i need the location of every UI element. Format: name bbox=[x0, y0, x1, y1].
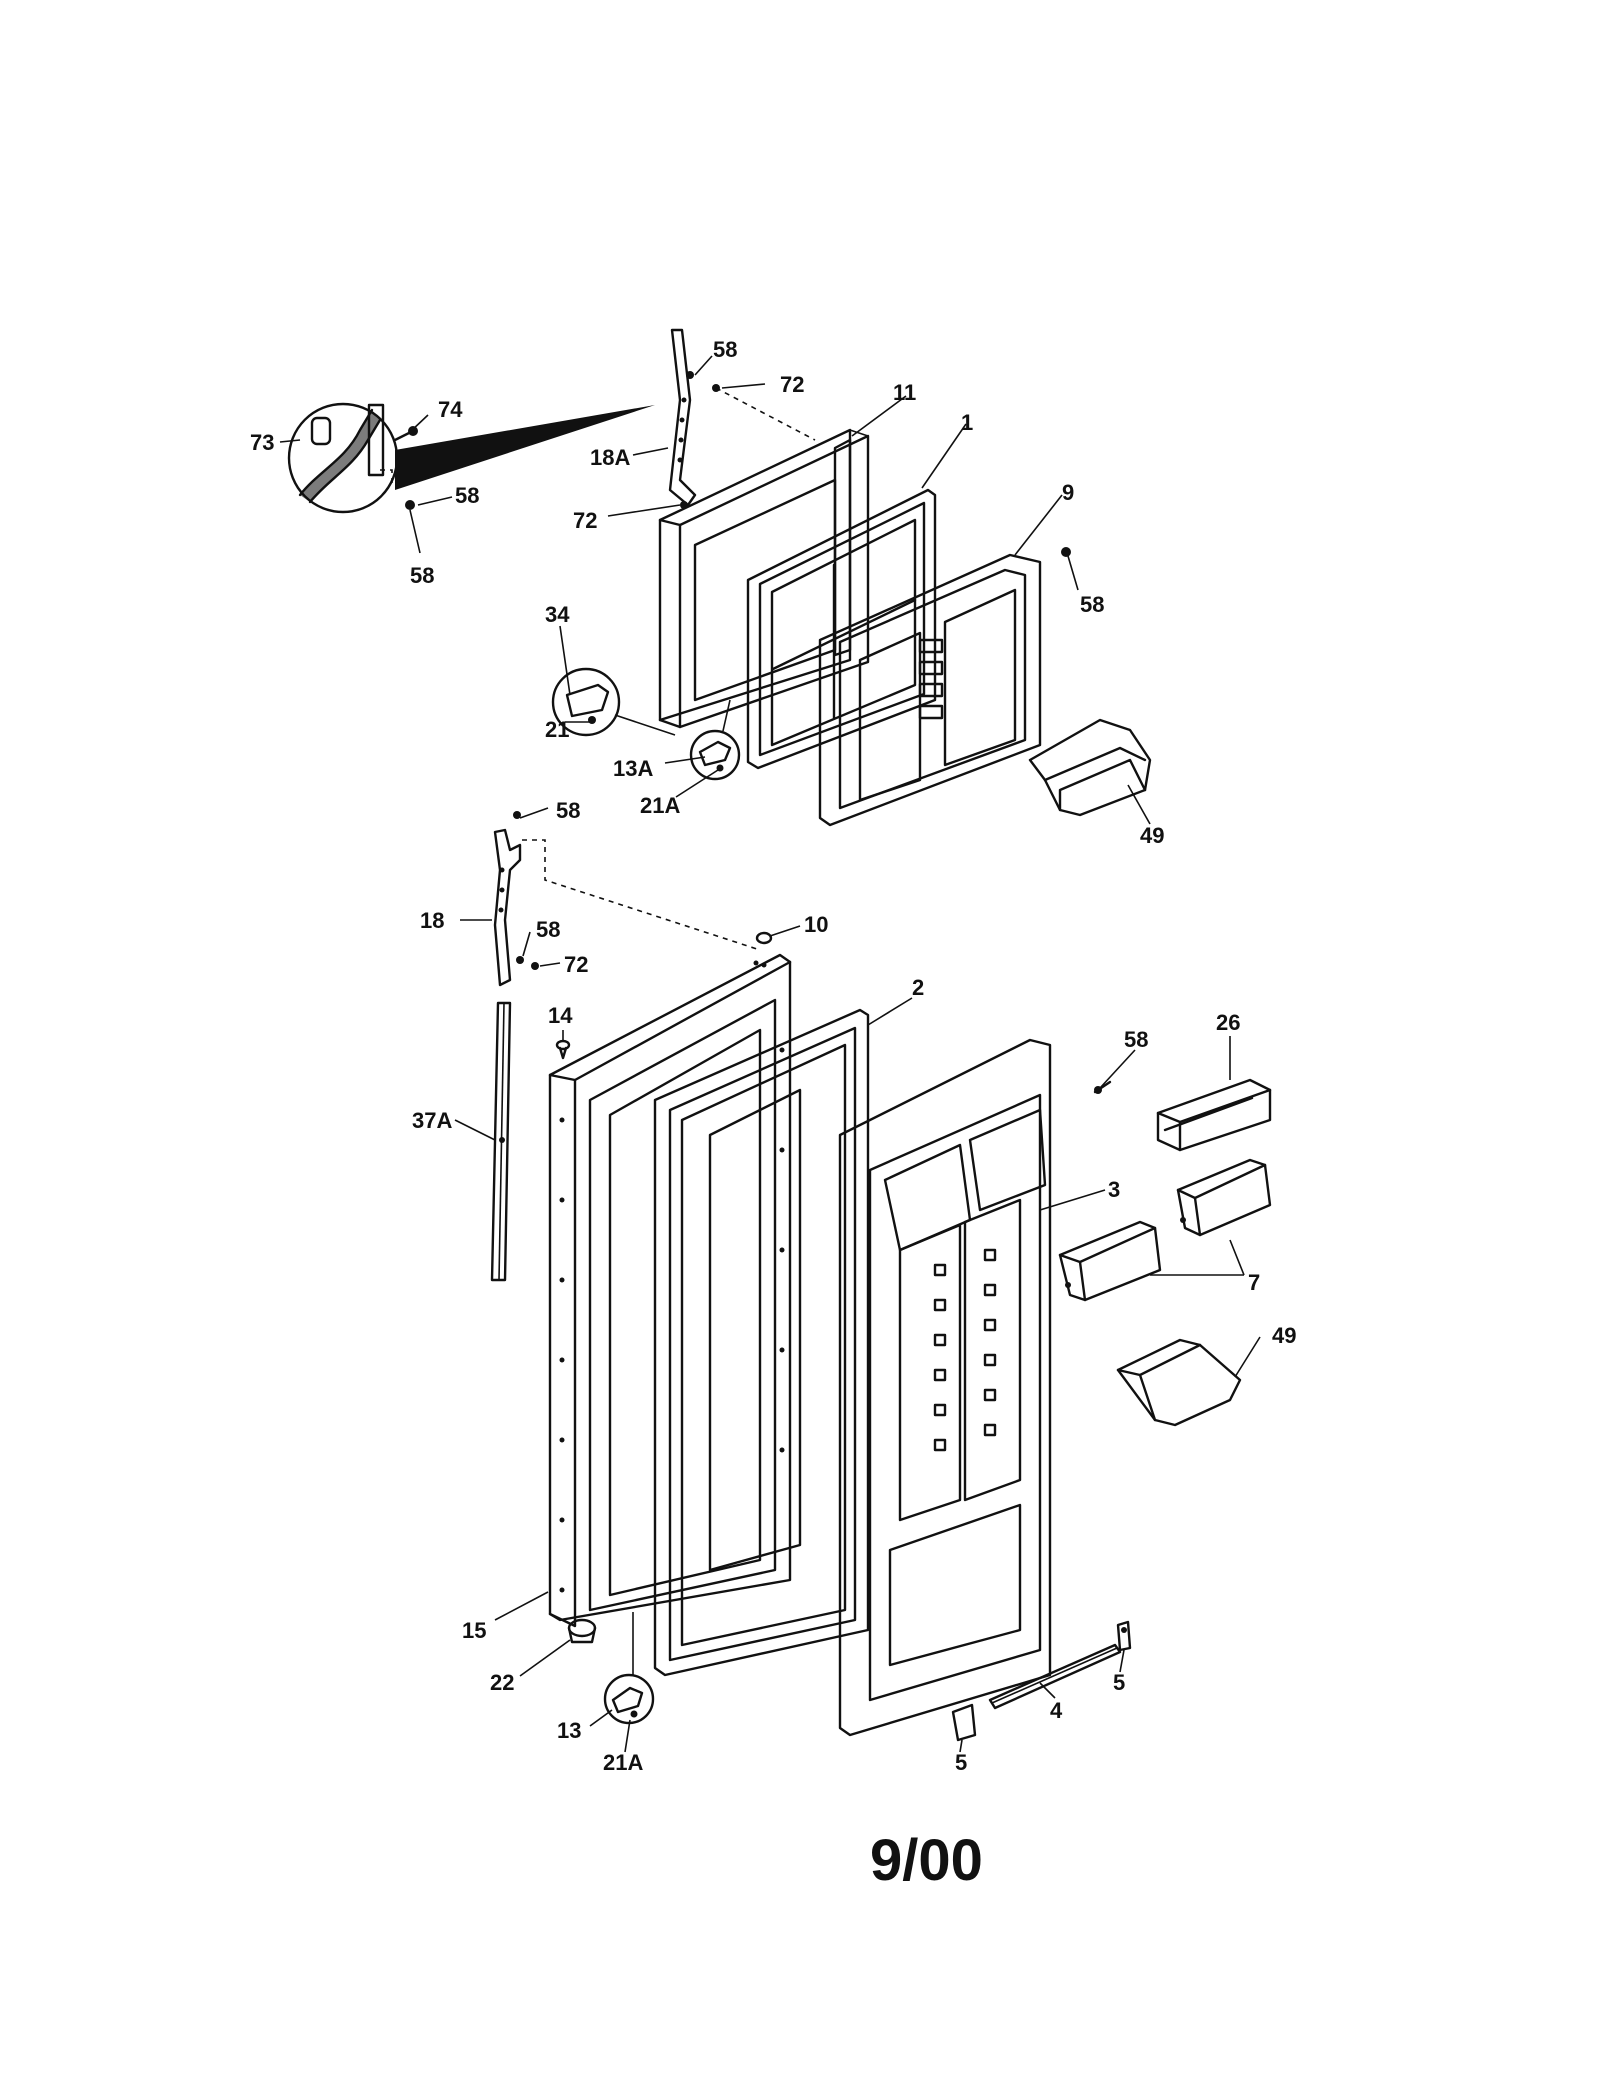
callout-73: 73 bbox=[250, 430, 274, 455]
callout-labels: 58 72 11 1 9 74 73 18A 58 58 72 58 34 21… bbox=[250, 337, 1296, 1775]
washer-72-hinge18 bbox=[531, 962, 539, 970]
freezer-bin-49 bbox=[1028, 718, 1152, 817]
callout-26: 26 bbox=[1216, 1010, 1240, 1035]
callout-72-hinge-top: 72 bbox=[780, 372, 804, 397]
callout-11: 11 bbox=[893, 380, 916, 405]
clip-5-right bbox=[1116, 1620, 1132, 1652]
callout-13: 13 bbox=[557, 1718, 581, 1743]
dairy-bin-26 bbox=[1156, 1078, 1272, 1152]
cap-22 bbox=[567, 1618, 597, 1644]
callout-58-hinge-lower: 72 bbox=[573, 508, 597, 533]
callout-14: 14 bbox=[548, 1003, 573, 1028]
callout-34: 34 bbox=[545, 602, 570, 627]
detail-13 bbox=[603, 1612, 655, 1725]
callout-58-liner-lower: 58 bbox=[1124, 1027, 1148, 1052]
screw-74 bbox=[393, 426, 418, 442]
callout-5-left: 5 bbox=[955, 1750, 967, 1775]
callout-3: 3 bbox=[1108, 1177, 1120, 1202]
door-shelf-7-upper bbox=[1176, 1158, 1272, 1237]
freezer-gasket-1 bbox=[746, 488, 937, 770]
screw-58-hinge18b bbox=[516, 956, 524, 964]
detail-magnifier bbox=[287, 402, 655, 514]
callout-49-lower: 49 bbox=[1272, 1323, 1296, 1348]
callout-58-liner-upper: 58 bbox=[1080, 592, 1104, 617]
callout-1: 1 bbox=[961, 410, 973, 435]
date-code: 9/00 bbox=[870, 1828, 983, 1893]
callout-5-right: 5 bbox=[1113, 1670, 1125, 1695]
callout-58-hinge-top: 58 bbox=[713, 337, 737, 362]
fresh-food-gasket-2 bbox=[653, 1008, 870, 1677]
door-shelf-7-lower bbox=[1058, 1220, 1162, 1302]
screw-58-right bbox=[1061, 547, 1071, 557]
callout-21A-upper: 21A bbox=[640, 793, 680, 818]
fresh-food-door-outer-15 bbox=[548, 953, 792, 1628]
screw-58-liner bbox=[1093, 1080, 1112, 1094]
callout-58-detail: 58 bbox=[455, 483, 479, 508]
door-bin-49 bbox=[1116, 1338, 1242, 1427]
callout-15: 15 bbox=[462, 1618, 486, 1643]
callout-21A-lower: 21A bbox=[603, 1750, 643, 1775]
callout-22: 22 bbox=[490, 1670, 514, 1695]
callout-18A: 18A bbox=[590, 445, 630, 470]
callout-18: 18 bbox=[420, 908, 444, 933]
plug-14 bbox=[555, 1039, 571, 1060]
callout-72-detail: 58 bbox=[410, 563, 434, 588]
freezer-door-outer-11 bbox=[658, 428, 870, 729]
callout-58-hinge18: 58 bbox=[556, 798, 580, 823]
callout-9: 9 bbox=[1062, 480, 1074, 505]
callout-2: 2 bbox=[912, 975, 924, 1000]
callout-13A: 13A bbox=[613, 756, 653, 781]
callout-10: 10 bbox=[804, 912, 828, 937]
alignment-line-top bbox=[715, 387, 816, 441]
screw-58-top bbox=[686, 371, 694, 379]
alignment-line-lower bbox=[522, 839, 761, 951]
handle-37A bbox=[490, 1001, 512, 1282]
freezer-liner-9 bbox=[818, 553, 1042, 827]
detail-13A bbox=[689, 699, 741, 781]
callout-7: 7 bbox=[1248, 1270, 1260, 1295]
clip-5-left bbox=[951, 1703, 977, 1742]
fresh-food-liner-3 bbox=[838, 1038, 1052, 1737]
callout-21: 21 bbox=[545, 717, 569, 742]
callout-37A: 37A bbox=[412, 1108, 452, 1133]
callout-49-upper: 49 bbox=[1140, 823, 1164, 848]
screw-58-detail bbox=[405, 500, 415, 510]
callout-58-hinge18-lower: 58 bbox=[536, 917, 560, 942]
door-bar-4 bbox=[988, 1643, 1122, 1710]
hinge-18A bbox=[668, 328, 697, 507]
leader-lines bbox=[279, 355, 1261, 1753]
detail-34 bbox=[551, 667, 676, 737]
callout-74: 74 bbox=[438, 397, 463, 422]
hinge-18 bbox=[493, 828, 522, 987]
callout-4: 4 bbox=[1050, 1698, 1063, 1723]
callout-72-hinge18: 72 bbox=[564, 952, 588, 977]
screw-58-hinge18 bbox=[513, 811, 521, 819]
